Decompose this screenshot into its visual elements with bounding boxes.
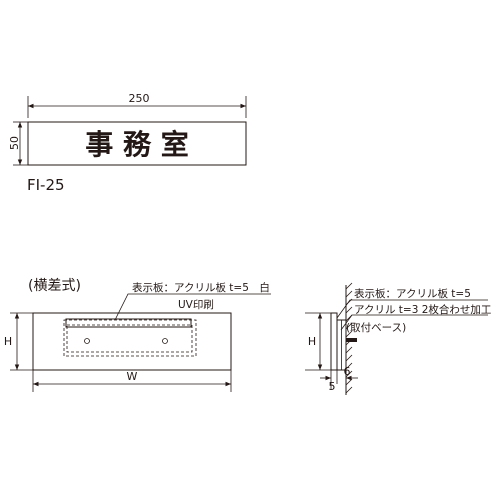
- mounting-base-inner: [66, 324, 193, 353]
- screw-hole-right: [162, 338, 168, 344]
- side-h-label: H: [308, 335, 316, 348]
- mounting-screw: [346, 338, 357, 342]
- screw-hole-left: [84, 338, 90, 344]
- top-sign-drawing: 250 50 事 務 室 FI-25: [8, 92, 247, 194]
- side-base-label: アクリル t=3 2枚合わせ加工: [354, 303, 491, 316]
- side-face-leader: [336, 299, 488, 319]
- sign-text: 事 務 室: [85, 128, 189, 161]
- face-plate-top: [65, 318, 192, 328]
- mounting-base-outline: [63, 319, 197, 357]
- side-view-drawing: 表示板：アクリル板 t=5 アクリル t=3 2枚合わせ加工 (取付ベース) H…: [305, 282, 491, 395]
- thickness-dimension-label: 5: [329, 380, 336, 393]
- sign-plate: [27, 121, 247, 166]
- front-h-label: H: [4, 335, 12, 348]
- gap-dimension-label: 6: [344, 365, 351, 378]
- height-dimension-label: 50: [8, 136, 21, 150]
- side-base-note: (取付ベース): [346, 321, 406, 334]
- face-leader-line: [114, 293, 271, 321]
- side-base-leader: [340, 314, 488, 331]
- front-view-drawing: (横差式) 表示板：アクリル板 t=5 白 UV印刷 H W: [4, 278, 271, 392]
- face-label: 表示板：アクリル板 t=5 白: [132, 281, 270, 294]
- print-label: UV印刷: [178, 298, 214, 311]
- side-face-label: 表示板：アクリル板 t=5: [354, 287, 471, 300]
- model-label: FI-25: [27, 176, 65, 194]
- front-view-title: (横差式): [28, 278, 81, 294]
- width-dimension-label: 250: [129, 92, 150, 105]
- side-face-plate: [330, 312, 338, 371]
- front-plate: [32, 312, 232, 371]
- front-w-label: W: [127, 370, 138, 383]
